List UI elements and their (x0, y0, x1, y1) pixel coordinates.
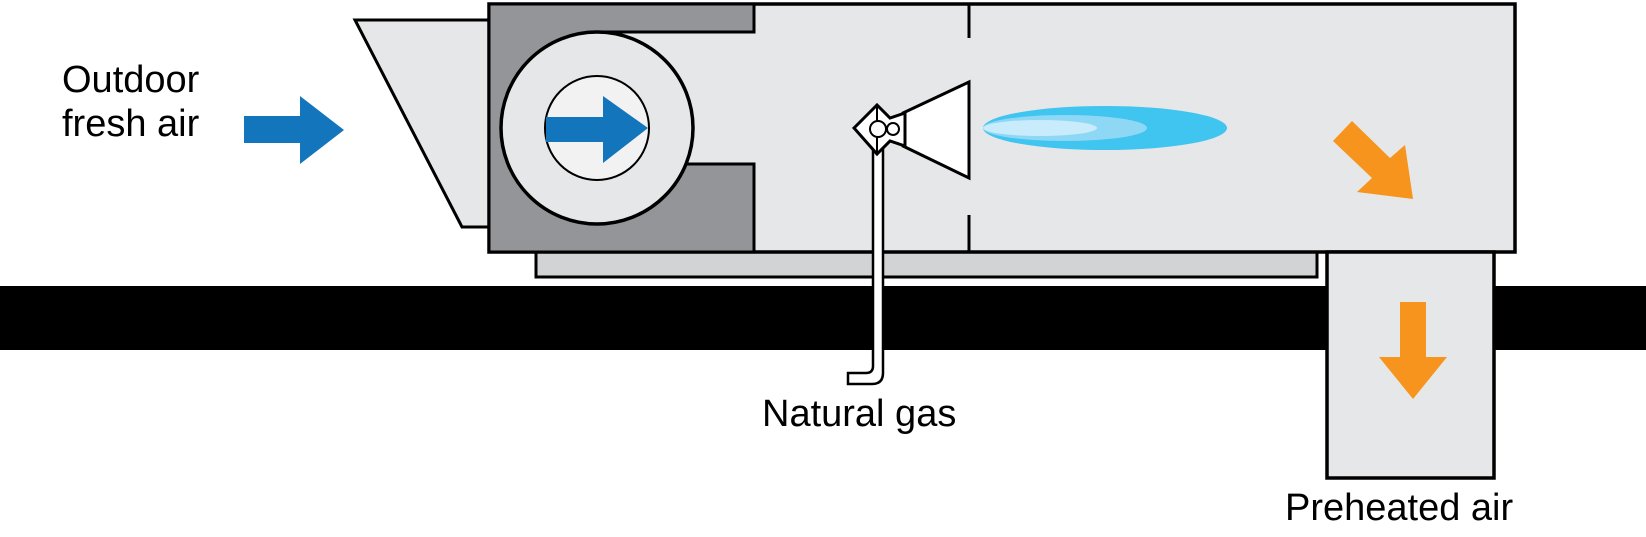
burner-orifice-small (886, 122, 900, 136)
gas-supply-pipe (846, 148, 885, 386)
flame-inner (983, 120, 1097, 136)
blower-arrow-icon (546, 96, 648, 163)
natural-gas-label: Natural gas (762, 393, 957, 435)
airflow-diagonal-arrow-icon (1333, 121, 1413, 199)
preheated-air-label: Preheated air (1285, 487, 1514, 529)
inlet-airflow-arrow-icon (244, 96, 344, 164)
airflow-down-arrow-icon (1379, 302, 1447, 399)
outdoor-label-line2: fresh air (62, 103, 200, 145)
roof-curb (534, 250, 1319, 279)
burner-orifice-large (869, 120, 887, 138)
outdoor-label-line1: Outdoor (62, 59, 200, 101)
inlet-hood (352, 18, 491, 229)
outdoor-fresh-air-label: Outdoor fresh air (62, 58, 199, 146)
